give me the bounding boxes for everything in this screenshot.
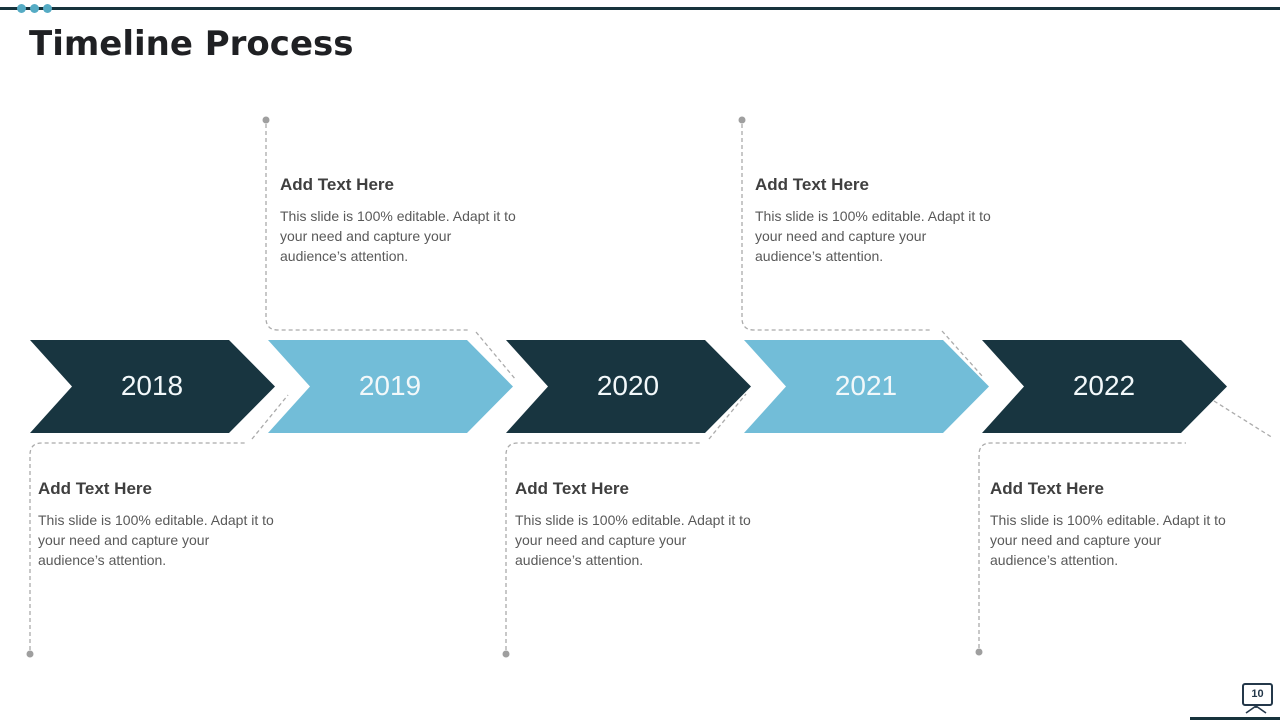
arrow-year-2020: 2020: [596, 370, 660, 401]
decor-dot-icon: [30, 4, 39, 13]
page-number-widget: 10: [1242, 683, 1274, 715]
connector-top-a: [265, 124, 468, 331]
decor-dot-icon: [43, 4, 52, 13]
callout-top-2019: Add Text Here This slide is 100% editabl…: [280, 175, 542, 266]
connector-top-b: [741, 124, 930, 331]
timeline-arrow-2019: [268, 340, 513, 433]
connector-endpoint-dot: [738, 116, 746, 124]
connector-top-b-diagonal: [941, 330, 984, 378]
connector-bottom-2-diagonal: [708, 393, 747, 440]
arrow-year-2018: 2018: [120, 370, 184, 401]
callout-bottom-2022: Add Text Here This slide is 100% editabl…: [990, 479, 1252, 570]
callout-body-line: This slide is 100% editable. Adapt it to: [38, 512, 274, 528]
callout-body-line: This slide is 100% editable. Adapt it to: [515, 512, 751, 528]
callout-body-line: your need and capture your: [38, 532, 210, 548]
connector-endpoint-dot: [975, 648, 983, 656]
callout-body-line: your need and capture your: [515, 532, 687, 548]
connector-endpoint-dot: [262, 116, 270, 124]
callout-heading: Add Text Here: [515, 479, 629, 498]
timeline-arrow-2020: [506, 340, 751, 433]
callout-body-line: audience’s attention.: [755, 248, 884, 264]
connector-endpoint-dot: [26, 650, 34, 658]
connector-bottom-3-diagonal: [1213, 400, 1274, 439]
connector-bottom-1-diagonal: [251, 394, 289, 440]
connector-bottom-1: [29, 442, 246, 650]
callout-body-line: This slide is 100% editable. Adapt it to: [990, 512, 1226, 528]
timeline-arrow-2022: [982, 340, 1227, 433]
callout-body-line: This slide is 100% editable. Adapt it to: [280, 208, 516, 224]
callout-heading: Add Text Here: [38, 479, 152, 498]
callout-heading: Add Text Here: [755, 175, 869, 194]
callout-top-2021: Add Text Here This slide is 100% editabl…: [755, 175, 1017, 266]
arrow-year-2021: 2021: [834, 370, 898, 401]
callout-bottom-2020: Add Text Here This slide is 100% editabl…: [515, 479, 777, 570]
callout-body-line: your need and capture your: [990, 532, 1162, 548]
arrow-year-2019: 2019: [358, 370, 422, 401]
connector-top-a-diagonal: [475, 331, 517, 381]
callout-body-line: This slide is 100% editable. Adapt it to: [755, 208, 991, 224]
connector-bottom-3: [978, 442, 1186, 648]
callout-body-line: audience’s attention.: [515, 552, 644, 568]
decor-dot-icon: [17, 4, 26, 13]
timeline-arrow-2018: [30, 340, 275, 433]
callout-body-line: your need and capture your: [280, 228, 452, 244]
slide-title: Timeline Process: [29, 24, 354, 64]
arrow-year-2022: 2022: [1072, 370, 1136, 401]
callout-heading: Add Text Here: [990, 479, 1104, 498]
callout-body-line: audience’s attention.: [38, 552, 167, 568]
callout-body-line: audience’s attention.: [990, 552, 1119, 568]
connector-bottom-2: [505, 442, 702, 650]
timeline-arrow-2021: [744, 340, 989, 433]
callout-body-line: audience’s attention.: [280, 248, 409, 264]
bottom-right-accent-line: [1190, 717, 1280, 720]
callout-body-line: your need and capture your: [755, 228, 927, 244]
callout-bottom-2018: Add Text Here This slide is 100% editabl…: [38, 479, 300, 570]
page-number: 10: [1242, 683, 1273, 706]
top-decoration-line: [0, 7, 1280, 10]
connector-endpoint-dot: [502, 650, 510, 658]
callout-heading: Add Text Here: [280, 175, 394, 194]
